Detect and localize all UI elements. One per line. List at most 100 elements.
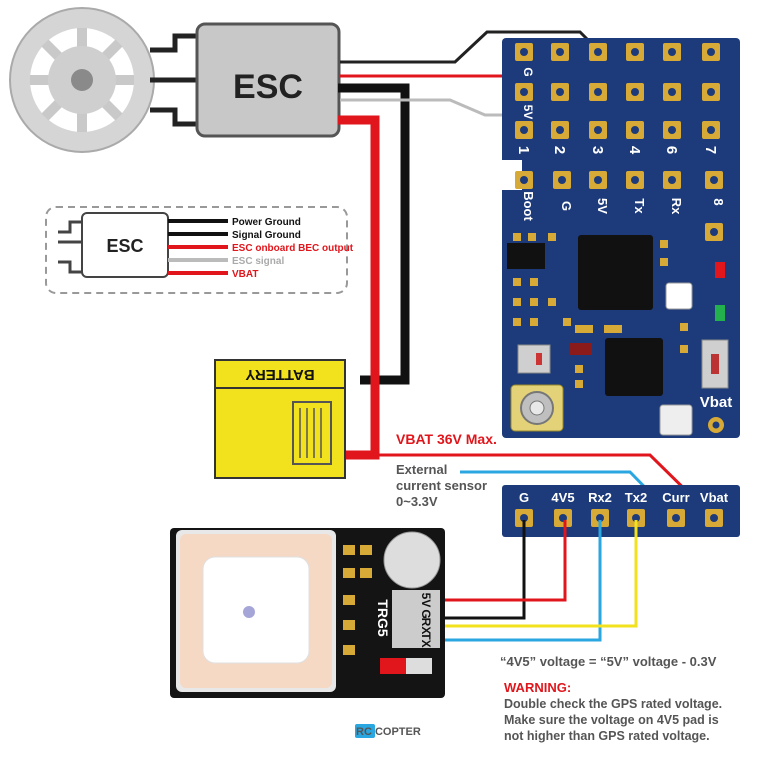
watermark-logo: RC COPTER: [355, 724, 421, 738]
fc-pad-r1-c0: [515, 83, 533, 101]
fc-pad-r0-c0: [515, 43, 533, 61]
fc-pad-r2-c5: [702, 121, 720, 139]
fc-pad-label: Tx: [632, 198, 647, 214]
fc-pad-r2-c1: [551, 121, 569, 139]
led-white: [665, 282, 693, 310]
fc-pad-5v: [589, 171, 607, 189]
fc-pad-label-g: G: [521, 67, 535, 76]
warning-line-3: not higher than GPS rated voltage.: [504, 729, 710, 743]
fc-pad-label: Rx: [669, 198, 684, 215]
fc-pad-r0-c2: [589, 43, 607, 61]
fc-pad-label: G: [559, 201, 574, 211]
fc-pad-r0-c4: [663, 43, 681, 61]
ufl-connector: [510, 384, 564, 432]
battery: BATTERY: [214, 359, 346, 479]
fc-pad-r1-c4: [663, 83, 681, 101]
fc-pad-r1-c1: [551, 83, 569, 101]
motor-wires: [150, 33, 200, 127]
vbat-note: VBAT 36V Max.: [396, 431, 497, 447]
header-pad-curr: [667, 509, 685, 527]
fc-pad-rx: [663, 171, 681, 189]
warning-title: WARNING:: [504, 680, 572, 695]
led-green: [715, 305, 725, 321]
gps-pin-tx: TX: [419, 632, 433, 647]
legend-vbat: VBAT: [232, 269, 258, 280]
header-label-rx2: Rx2: [588, 490, 612, 505]
header-pad-g: [515, 509, 533, 527]
fc-pad-r2-c2: [589, 121, 607, 139]
fc-pad-g: [553, 171, 571, 189]
fc-pad-r0-c3: [626, 43, 644, 61]
button-left: [517, 344, 551, 374]
bottom-pad-header: G 4V5 Rx2 Tx2 Curr Vbat: [502, 485, 740, 537]
fc-pad-r0-c1: [551, 43, 569, 61]
battery-label: BATTERY: [245, 366, 314, 383]
warning-line-2: Make sure the voltage on 4V5 pad is: [504, 713, 719, 727]
header-label-vbat: Vbat: [700, 490, 729, 505]
gps-wires: [440, 520, 638, 642]
fc-pad-r2-c3: [626, 121, 644, 139]
wire-legend: ESC Power Ground Signal Ground ESC onboa…: [45, 206, 354, 294]
watermark-text: RC COPTER: [356, 726, 421, 738]
gps-battery-cell: [383, 531, 441, 589]
legend-esc-label: ESC: [106, 236, 143, 256]
gps-pin-g: G: [419, 609, 433, 618]
header-label-curr: Curr: [662, 490, 689, 505]
header-label-tx2: Tx2: [625, 490, 647, 505]
header-label-g: G: [519, 490, 529, 505]
esc-box: ESC: [195, 22, 341, 138]
header-pad-vbat: [705, 509, 723, 527]
gyro-chip: [605, 338, 663, 396]
header-pad-tx2: [627, 509, 645, 527]
fc-motor-number: 1: [515, 146, 532, 154]
current-sensor-note: External current sensor 0~3.3V: [396, 462, 506, 510]
fc-pad-tx: [626, 171, 644, 189]
fc-pad-r2-c0: [515, 121, 533, 139]
fc-vbat-label: Vbat: [700, 394, 733, 411]
warning-block: WARNING: Double check the GPS rated volt…: [504, 680, 774, 744]
fc-pad-side: [705, 223, 723, 241]
gps-pin-5v: 5V: [419, 593, 433, 608]
header-label-4v5: 4V5: [551, 490, 574, 505]
fc-motor-number: 7: [702, 146, 719, 154]
gps-model-label: TRG5: [375, 599, 391, 637]
fc-motor-number: 3: [589, 146, 606, 154]
header-pad-rx2: [591, 509, 609, 527]
current-note-line-1: External: [396, 462, 448, 477]
fc-pad-label: Boot: [521, 191, 536, 221]
legend-signal-ground: Signal Ground: [232, 230, 301, 241]
esc-power-wires: [338, 83, 410, 460]
motor-icon: [9, 7, 155, 153]
fc-motor-number: 6: [663, 146, 680, 154]
current-note-line-2: current sensor: [396, 478, 488, 493]
current-note-line-3: 0~3.3V: [396, 494, 438, 509]
antenna-feed: [243, 606, 255, 618]
legend-esc-signal: ESC signal: [232, 256, 284, 267]
fc-pad-label: 5V: [595, 198, 610, 214]
fc-pad-r1-c5: [702, 83, 720, 101]
fc-pad-r2-c4: [663, 121, 681, 139]
voltage-formula: “4V5” voltage = “5V” voltage - 0.3V: [500, 654, 717, 669]
warning-line-1: Double check the GPS rated voltage.: [504, 697, 723, 711]
fc-pad-r1-c2: [589, 83, 607, 101]
fc-pad-label-5v: 5V: [521, 105, 535, 120]
fc-pad-r0-c5: [702, 43, 720, 61]
gps-pin-rx: RX: [419, 618, 433, 635]
mcu-chip: [578, 235, 653, 310]
legend-bec-output: ESC onboard BEC output: [232, 243, 354, 254]
fc-motor-number: 2: [551, 146, 568, 154]
regulator-chip: [507, 243, 545, 269]
fc-pad-8: [705, 171, 723, 189]
led-red: [715, 262, 725, 278]
fc-motor-number: 4: [626, 146, 643, 155]
fc-pad-boot: [515, 171, 533, 189]
fc-pad-label-8: 8: [711, 198, 726, 205]
header-pad-4v5: [554, 509, 572, 527]
legend-power-ground: Power Ground: [232, 217, 301, 228]
fc-pad-r1-c3: [626, 83, 644, 101]
esc-label: ESC: [233, 68, 303, 106]
